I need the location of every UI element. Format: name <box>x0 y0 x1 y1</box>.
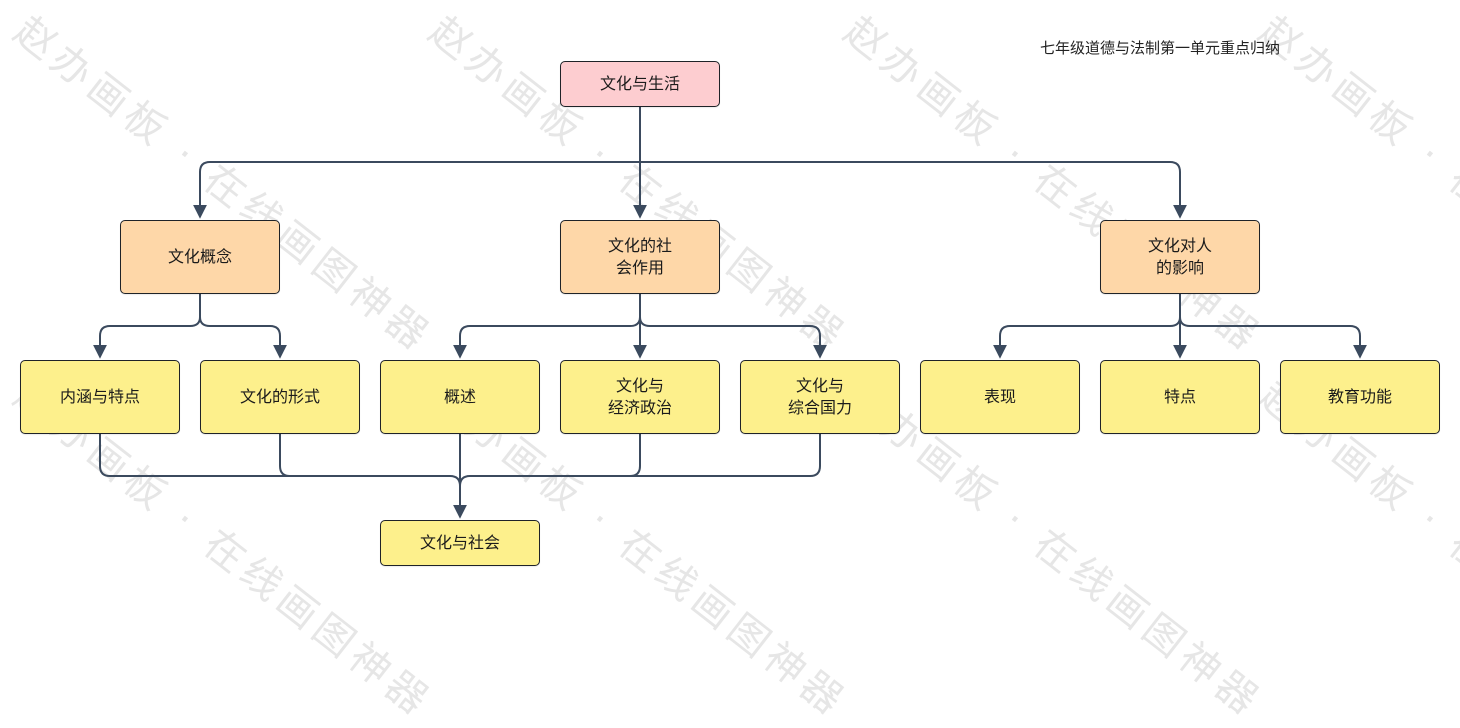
edge-form-society <box>279 434 291 477</box>
edge-root-influence <box>640 161 1187 219</box>
edge-root-concept <box>193 107 641 219</box>
page-title: 七年级道德与法制第一单元重点归纳 <box>1040 39 1281 57</box>
node-overview[interactable]: 概述 <box>380 360 540 434</box>
node-features[interactable]: 特点 <box>1100 360 1260 434</box>
edge-concept-form <box>199 316 287 359</box>
node-influence[interactable]: 文化对人 的影响 <box>1100 220 1260 294</box>
node-economy-politics[interactable]: 文化与 经济政治 <box>560 360 720 434</box>
connector-lines <box>93 107 1367 519</box>
edge-concept-connotation <box>93 294 201 359</box>
edge-economy-society <box>629 434 641 477</box>
edge-social-national <box>639 316 827 359</box>
node-root[interactable]: 文化与生活 <box>560 61 720 107</box>
node-social-role[interactable]: 文化的社 会作用 <box>560 220 720 294</box>
node-national-power[interactable]: 文化与 综合国力 <box>740 360 900 434</box>
node-manifestation[interactable]: 表现 <box>920 360 1080 434</box>
node-form[interactable]: 文化的形式 <box>200 360 360 434</box>
edge-influence-manifestation <box>993 294 1181 359</box>
node-concept[interactable]: 文化概念 <box>120 220 280 294</box>
edge-influence-education <box>1179 316 1367 359</box>
edge-national-society <box>459 434 821 487</box>
edge-connotation-society <box>99 434 461 487</box>
node-connotation[interactable]: 内涵与特点 <box>20 360 180 434</box>
node-society[interactable]: 文化与社会 <box>380 520 540 566</box>
node-education[interactable]: 教育功能 <box>1280 360 1440 434</box>
edge-social-overview <box>453 294 641 359</box>
